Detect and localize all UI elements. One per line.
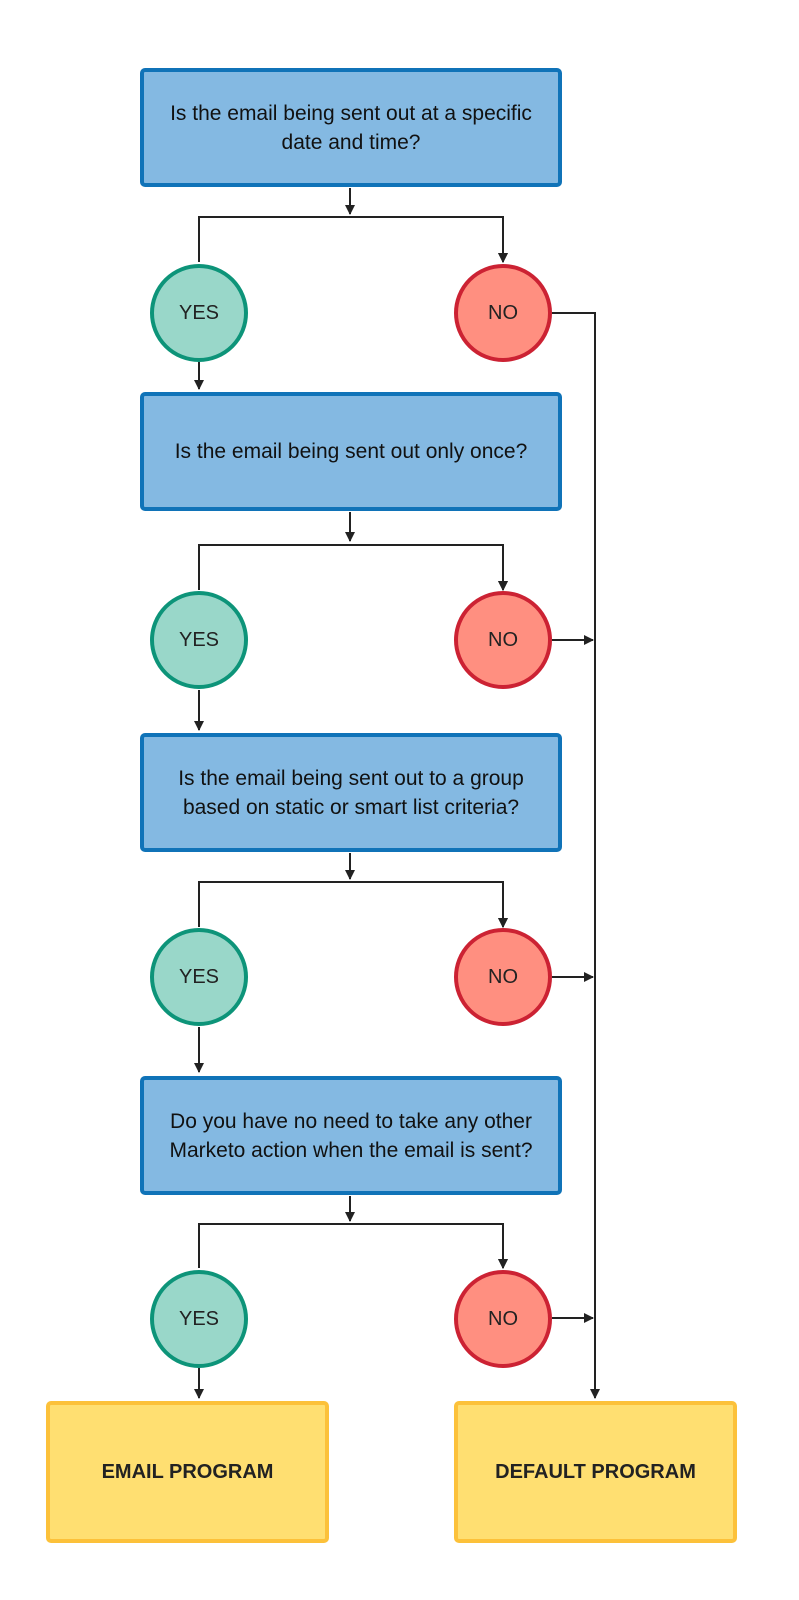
connector	[198, 544, 508, 591]
connector	[198, 1223, 508, 1269]
no-node-2: NO	[454, 591, 552, 689]
yes-node-1: YES	[150, 264, 248, 362]
no-node-3: NO	[454, 928, 552, 1026]
question-1: Is the email being sent out at a specifi…	[140, 68, 562, 187]
no-node-1: NO	[454, 264, 552, 362]
question-3: Is the email being sent out to a group b…	[140, 733, 562, 852]
yes-node-2: YES	[150, 591, 248, 689]
yes-node-4: YES	[150, 1270, 248, 1368]
question-4: Do you have no need to take any other Ma…	[140, 1076, 562, 1195]
yes-node-3: YES	[150, 928, 248, 1026]
no-trunk	[552, 312, 600, 1399]
connector	[198, 881, 508, 928]
question-2: Is the email being sent out only once?	[140, 392, 562, 511]
no-node-4: NO	[454, 1270, 552, 1368]
connector	[198, 216, 508, 263]
email-program-outcome: EMAIL PROGRAM	[46, 1401, 329, 1543]
default-program-outcome: DEFAULT PROGRAM	[454, 1401, 737, 1543]
